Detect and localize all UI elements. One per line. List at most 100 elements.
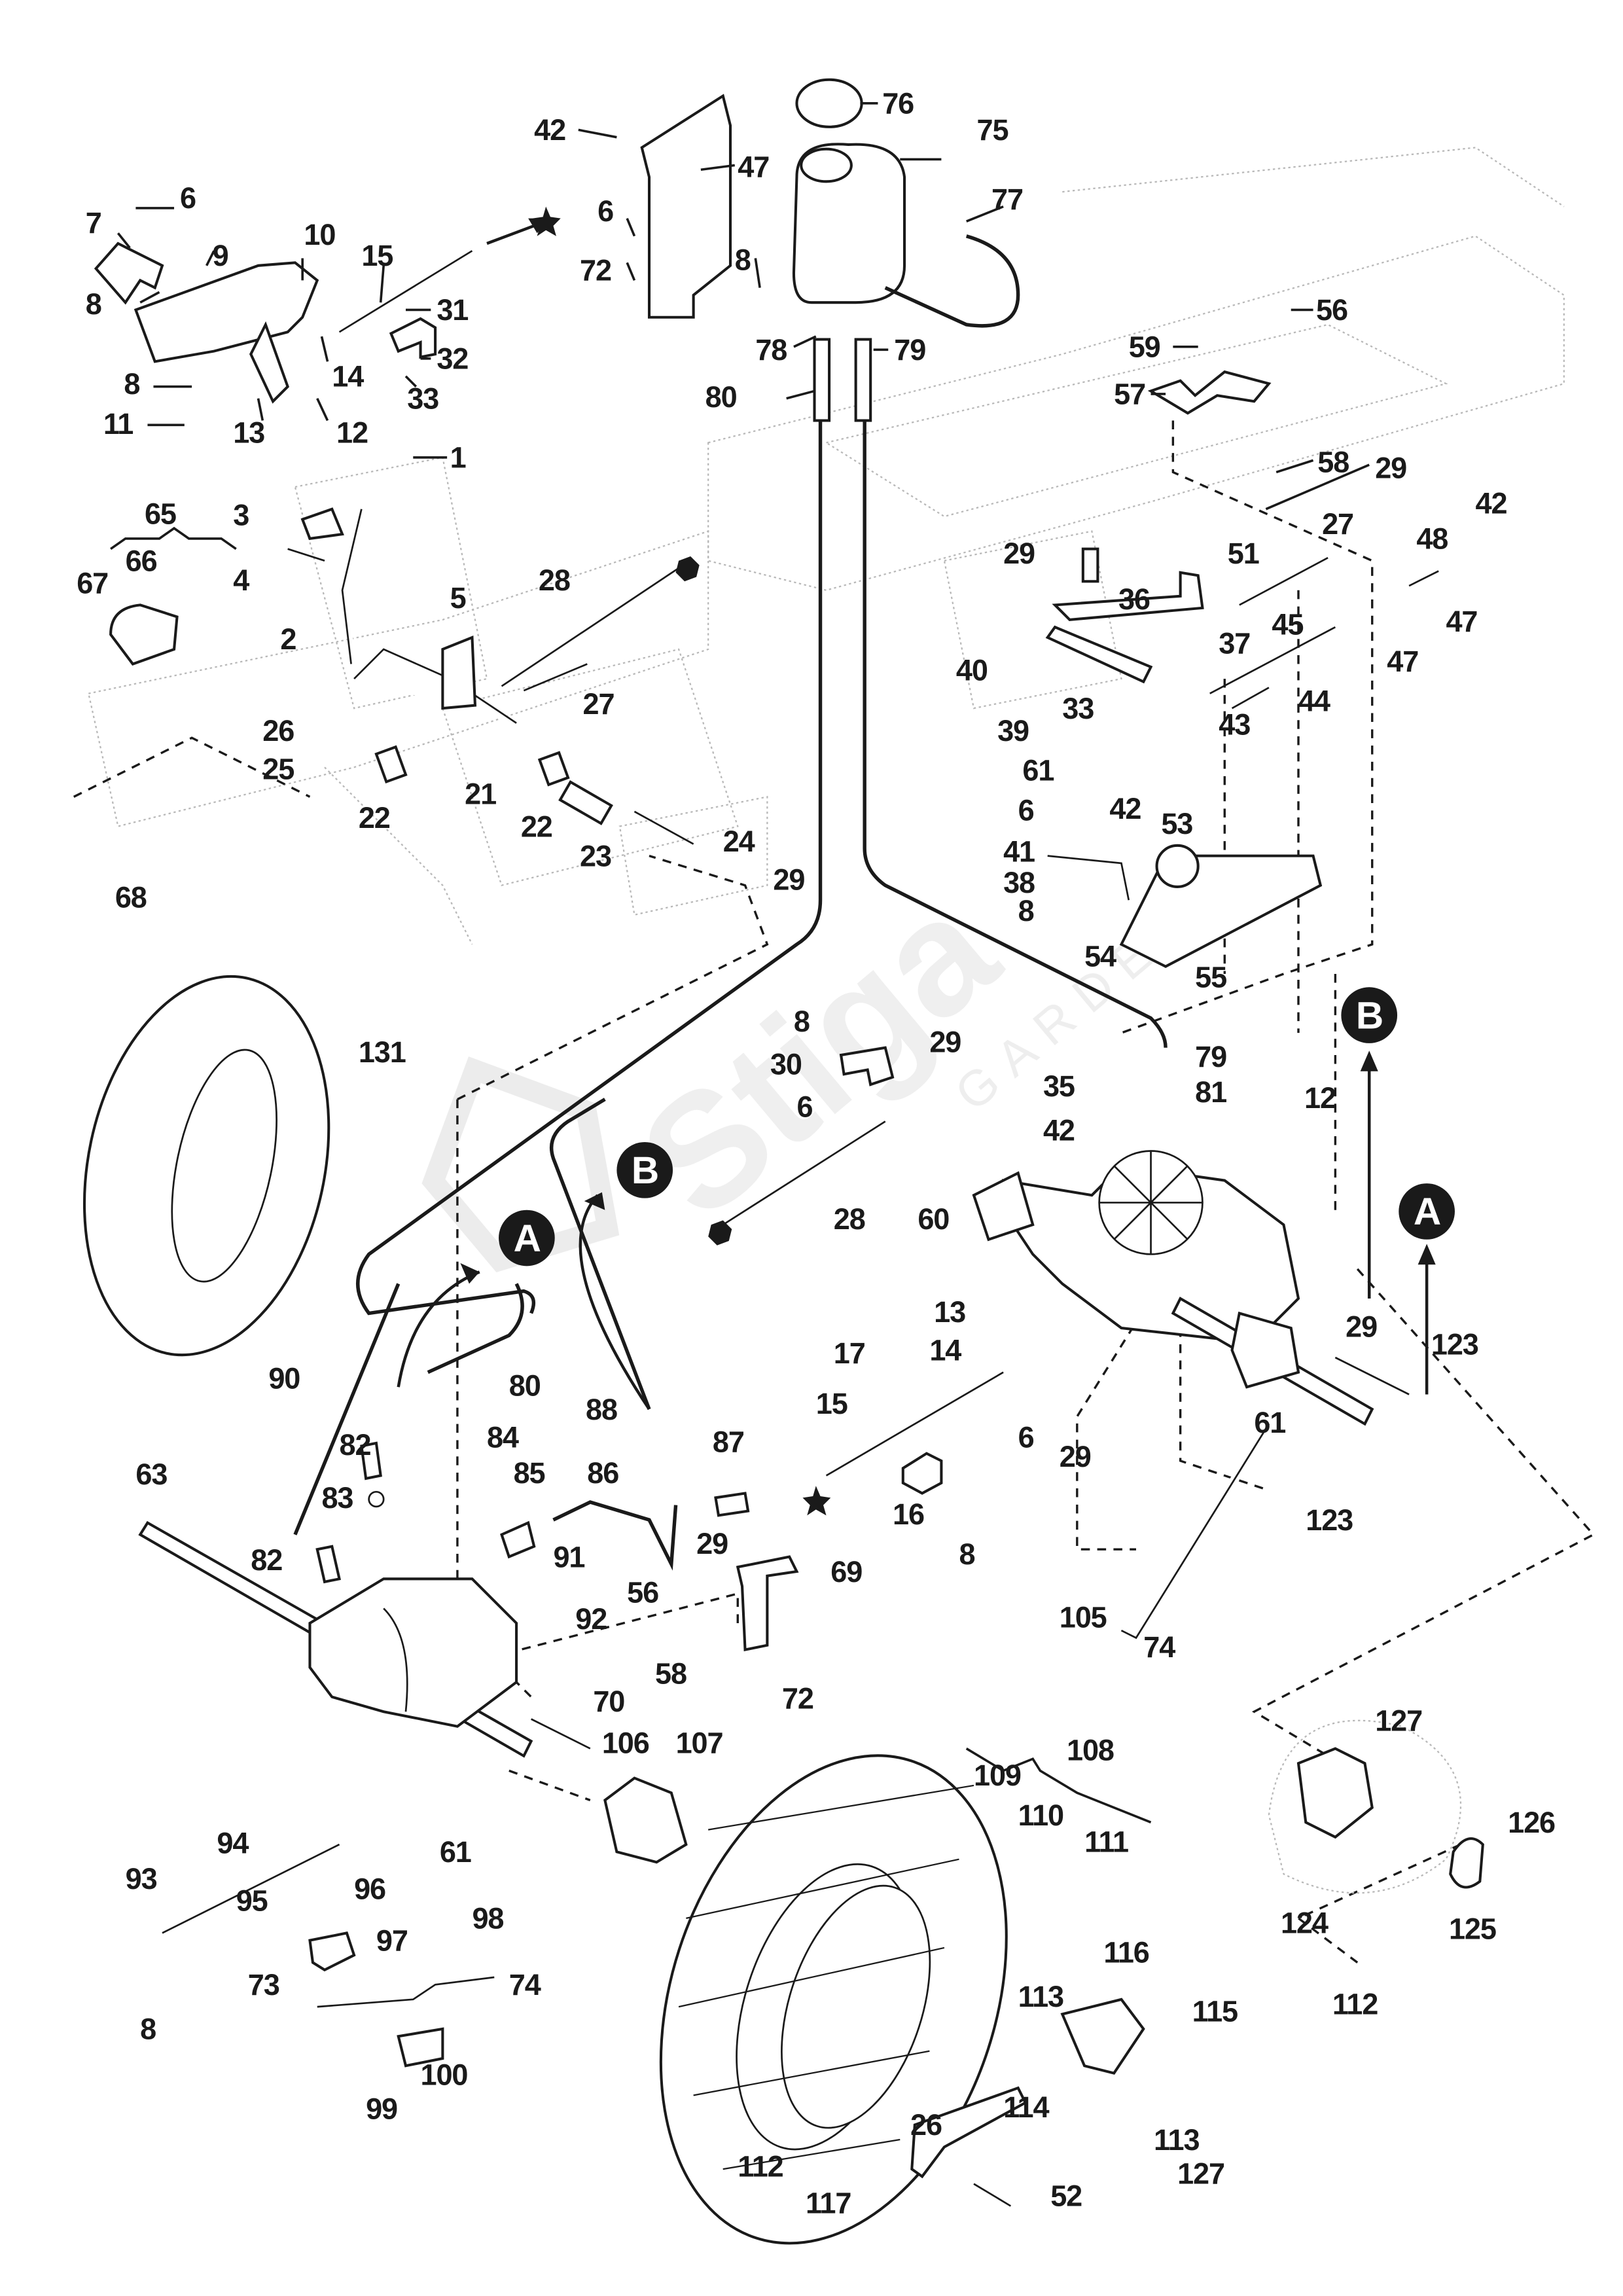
callout-40[interactable]: 40 — [956, 653, 988, 687]
callout-85[interactable]: 85 — [514, 1456, 546, 1490]
callout-8[interactable]: 8 — [794, 1005, 810, 1038]
callout-58[interactable]: 58 — [655, 1657, 687, 1690]
callout-38[interactable]: 38 — [1003, 866, 1035, 899]
callout-65[interactable]: 65 — [145, 497, 177, 530]
callout-87[interactable]: 87 — [713, 1425, 745, 1458]
callout-56[interactable]: 56 — [627, 1575, 659, 1609]
callout-29[interactable]: 29 — [773, 863, 805, 896]
callout-57[interactable]: 57 — [1114, 378, 1146, 411]
callout-44[interactable]: 44 — [1298, 685, 1331, 718]
callout-16[interactable]: 16 — [893, 1498, 925, 1531]
callout-68[interactable]: 68 — [115, 881, 147, 914]
callout-105[interactable]: 105 — [1060, 1601, 1107, 1634]
callout-3[interactable]: 3 — [233, 499, 249, 532]
callout-9[interactable]: 9 — [213, 239, 229, 272]
callout-125[interactable]: 125 — [1449, 1912, 1497, 1945]
callout-93[interactable]: 93 — [126, 1862, 158, 1895]
callout-6[interactable]: 6 — [1018, 1421, 1035, 1454]
callout-5[interactable]: 5 — [450, 581, 467, 615]
callout-53[interactable]: 53 — [1161, 807, 1193, 840]
callout-21[interactable]: 21 — [465, 778, 497, 811]
callout-12[interactable]: 12 — [1304, 1081, 1336, 1115]
callout-13[interactable]: 13 — [233, 416, 265, 449]
callout-28[interactable]: 28 — [834, 1202, 866, 1236]
callout-1[interactable]: 1 — [450, 441, 467, 475]
callout-96[interactable]: 96 — [354, 1873, 386, 1906]
callout-29[interactable]: 29 — [1003, 537, 1035, 570]
callout-77[interactable]: 77 — [991, 183, 1024, 216]
callout-14[interactable]: 14 — [929, 1334, 962, 1367]
callout-59[interactable]: 59 — [1129, 331, 1161, 364]
callout-47[interactable]: 47 — [738, 151, 770, 184]
callout-72[interactable]: 72 — [580, 253, 612, 287]
callout-67[interactable]: 67 — [77, 566, 109, 600]
callout-22[interactable]: 22 — [521, 810, 553, 843]
callout-37[interactable]: 37 — [1219, 627, 1251, 660]
callout-94[interactable]: 94 — [217, 1827, 249, 1860]
callout-23[interactable]: 23 — [580, 839, 612, 872]
callout-98[interactable]: 98 — [472, 1902, 504, 1935]
callout-8[interactable]: 8 — [140, 2013, 156, 2046]
callout-99[interactable]: 99 — [366, 2092, 398, 2125]
callout-117[interactable]: 117 — [806, 2187, 852, 2220]
callout-47[interactable]: 47 — [1387, 645, 1419, 678]
callout-36[interactable]: 36 — [1118, 583, 1150, 616]
callout-112[interactable]: 112 — [738, 2149, 784, 2183]
callout-82[interactable]: 82 — [251, 1543, 283, 1577]
callout-124[interactable]: 124 — [1281, 1906, 1329, 1939]
callout-43[interactable]: 43 — [1219, 708, 1251, 742]
callout-31[interactable]: 31 — [437, 293, 469, 327]
callout-90[interactable]: 90 — [268, 1361, 300, 1395]
callout-91[interactable]: 91 — [553, 1540, 585, 1573]
callout-52[interactable]: 52 — [1050, 2179, 1082, 2212]
callout-27[interactable]: 27 — [1322, 507, 1354, 541]
callout-4[interactable]: 4 — [233, 564, 250, 597]
callout-100[interactable]: 100 — [421, 2058, 469, 2092]
callout-61[interactable]: 61 — [440, 1835, 472, 1869]
callout-6[interactable]: 6 — [796, 1090, 813, 1124]
callout-11[interactable]: 11 — [103, 407, 134, 440]
callout-24[interactable]: 24 — [723, 825, 756, 858]
callout-14[interactable]: 14 — [332, 360, 365, 393]
callout-88[interactable]: 88 — [586, 1393, 618, 1426]
callout-70[interactable]: 70 — [593, 1685, 625, 1718]
callout-8[interactable]: 8 — [735, 243, 751, 277]
callout-42[interactable]: 42 — [534, 113, 566, 147]
callout-84[interactable]: 84 — [487, 1421, 520, 1454]
callout-26[interactable]: 26 — [910, 2108, 942, 2142]
callout-82[interactable]: 82 — [340, 1428, 372, 1462]
callout-66[interactable]: 66 — [126, 544, 158, 577]
callout-47[interactable]: 47 — [1446, 605, 1478, 638]
callout-73[interactable]: 73 — [248, 1968, 280, 2001]
callout-12[interactable]: 12 — [336, 416, 368, 449]
callout-106[interactable]: 106 — [602, 1726, 650, 1759]
callout-126[interactable]: 126 — [1508, 1806, 1556, 1839]
callout-114[interactable]: 114 — [1003, 2090, 1050, 2124]
callout-51[interactable]: 51 — [1228, 537, 1260, 570]
callout-80[interactable]: 80 — [705, 380, 738, 414]
callout-97[interactable]: 97 — [376, 1924, 408, 1957]
callout-29[interactable]: 29 — [1060, 1440, 1092, 1473]
callout-80[interactable]: 80 — [509, 1369, 541, 1403]
callout-107[interactable]: 107 — [676, 1726, 724, 1759]
callout-81[interactable]: 81 — [1195, 1075, 1227, 1109]
callout-92[interactable]: 92 — [575, 1602, 607, 1636]
callout-42[interactable]: 42 — [1109, 792, 1141, 825]
callout-63[interactable]: 63 — [135, 1458, 168, 1491]
callout-6[interactable]: 6 — [1018, 794, 1035, 827]
callout-127[interactable]: 127 — [1177, 2157, 1225, 2191]
callout-76[interactable]: 76 — [882, 87, 914, 120]
callout-32[interactable]: 32 — [437, 342, 469, 376]
callout-127[interactable]: 127 — [1375, 1704, 1423, 1738]
callout-8[interactable]: 8 — [1018, 894, 1035, 927]
callout-78[interactable]: 78 — [755, 333, 787, 367]
callout-30[interactable]: 30 — [770, 1047, 802, 1081]
callout-115[interactable]: 115 — [1192, 1995, 1239, 2028]
callout-61[interactable]: 61 — [1022, 754, 1054, 787]
callout-35[interactable]: 35 — [1043, 1069, 1075, 1103]
callout-116[interactable]: 116 — [1103, 1935, 1150, 1969]
callout-13[interactable]: 13 — [934, 1295, 966, 1329]
callout-6[interactable]: 6 — [180, 181, 196, 215]
callout-8[interactable]: 8 — [86, 287, 102, 321]
callout-39[interactable]: 39 — [997, 714, 1029, 747]
